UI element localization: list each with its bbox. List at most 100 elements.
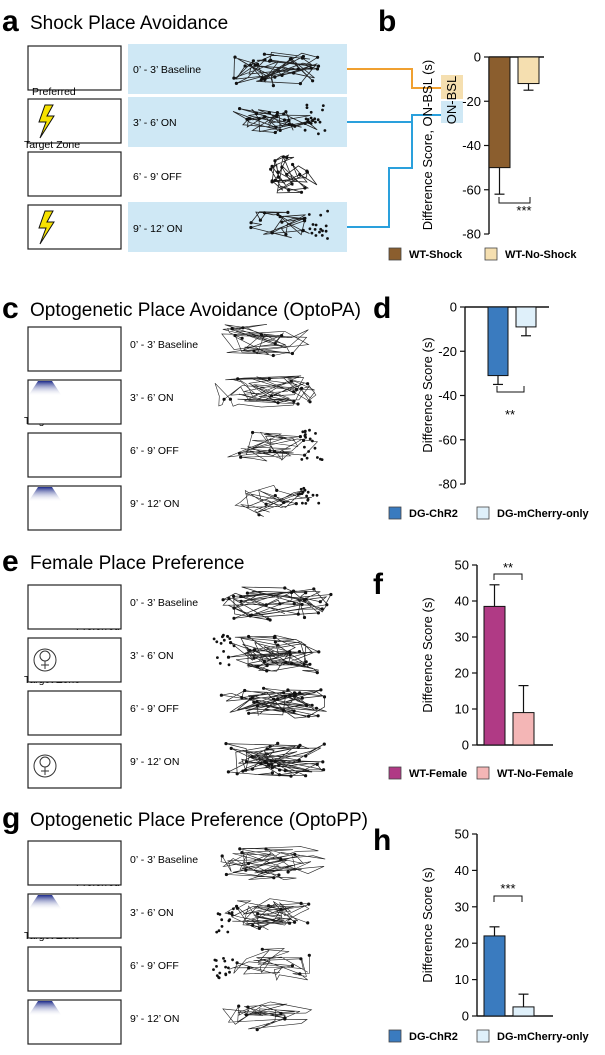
tracking-point bbox=[307, 714, 311, 718]
panel-title-c: Optogenetic Place Avoidance (OptoPA) bbox=[30, 300, 361, 321]
tracking-point bbox=[312, 587, 316, 591]
y-tick-label: -40 bbox=[438, 388, 457, 403]
period-label: 3’ - 6’ ON bbox=[130, 650, 174, 662]
tracking-path bbox=[270, 154, 318, 194]
target-zone-label: Target Zone bbox=[24, 139, 80, 151]
tracking-point bbox=[281, 155, 286, 159]
tracking-point bbox=[282, 708, 286, 713]
y-axis-label: Difference Score (s) bbox=[420, 597, 435, 712]
significance-bracket bbox=[496, 386, 525, 393]
y-tick-label: 30 bbox=[455, 630, 469, 645]
tracking-point bbox=[263, 759, 267, 763]
tracking-point bbox=[322, 742, 326, 746]
tracking-point bbox=[300, 386, 304, 390]
tracking-point bbox=[296, 612, 300, 616]
tracking-point bbox=[326, 209, 329, 213]
tracking-point bbox=[291, 589, 296, 593]
arena-box bbox=[27, 637, 122, 683]
tracking-point bbox=[276, 741, 280, 746]
tracking-point bbox=[220, 918, 224, 922]
tracking-point bbox=[230, 326, 234, 331]
tracking-point bbox=[267, 904, 271, 908]
tracking-point bbox=[246, 861, 251, 866]
tracking-point bbox=[275, 113, 279, 117]
tracking-point bbox=[289, 774, 293, 778]
tracking-point bbox=[276, 697, 280, 701]
panel-letter-c: c bbox=[2, 292, 19, 325]
tracking-path bbox=[221, 324, 310, 356]
tracking-point bbox=[270, 179, 274, 183]
y-tick-label: 30 bbox=[455, 899, 469, 914]
tracking-point bbox=[253, 63, 257, 67]
tracking-point bbox=[216, 656, 219, 659]
tracking-point bbox=[307, 953, 311, 957]
significance-label: *** bbox=[500, 881, 515, 896]
tracking-path bbox=[220, 846, 326, 881]
tracking-point bbox=[226, 634, 229, 638]
tracking-point bbox=[277, 773, 281, 777]
panel-title-e: Female Place Preference bbox=[30, 553, 244, 574]
tracking-point bbox=[276, 643, 280, 647]
tracking-point bbox=[286, 870, 290, 874]
tracking-point bbox=[226, 655, 231, 659]
tracking-point bbox=[303, 216, 307, 220]
tracking-point bbox=[229, 641, 233, 645]
tracking-point bbox=[273, 75, 277, 79]
tracking-point bbox=[249, 225, 253, 230]
bar-dg-chr2 bbox=[487, 306, 509, 377]
tracking-point bbox=[301, 54, 305, 59]
tracking-point bbox=[299, 190, 304, 194]
period-label: 9’ - 12’ ON bbox=[130, 1013, 179, 1025]
tracking-point bbox=[263, 77, 267, 81]
tracking-point bbox=[232, 616, 236, 620]
tracking-point bbox=[316, 55, 320, 59]
tracking-point bbox=[296, 67, 300, 71]
legend-label: DG-mCherry-only bbox=[497, 508, 590, 520]
tracking-point bbox=[294, 502, 298, 506]
tracking-point bbox=[283, 1017, 287, 1021]
tracking-point bbox=[228, 970, 231, 974]
preferred-label: Preferred bbox=[32, 86, 76, 98]
female-symbol-cross bbox=[41, 661, 49, 669]
panel-letter-d: d bbox=[373, 292, 391, 325]
tracking-point bbox=[290, 662, 294, 666]
significance-label: ** bbox=[503, 560, 513, 575]
y-axis-label: Difference Score (s) bbox=[420, 337, 435, 452]
tracking-point bbox=[314, 120, 317, 124]
tracking-point bbox=[291, 162, 295, 167]
lightning-icon bbox=[38, 210, 55, 245]
tracking-point bbox=[272, 697, 276, 701]
tracking-point bbox=[303, 430, 307, 434]
tracking-path bbox=[222, 586, 332, 621]
tracking-point bbox=[263, 58, 267, 62]
tracking-point bbox=[315, 67, 320, 71]
tracking-point bbox=[250, 767, 254, 771]
tracking-point bbox=[279, 1011, 283, 1016]
legend-label: DG-mCherry-only bbox=[497, 1031, 590, 1043]
tracking-point bbox=[297, 758, 301, 762]
tracking-point bbox=[283, 586, 287, 590]
tracking-point bbox=[269, 394, 274, 398]
tracking-point bbox=[303, 488, 307, 492]
tracking-point bbox=[265, 747, 269, 751]
tracking-point bbox=[267, 377, 271, 381]
y-tick-label: -20 bbox=[462, 94, 481, 109]
tracking-point bbox=[246, 117, 251, 121]
y-tick-label: 50 bbox=[455, 558, 469, 573]
on-connector bbox=[347, 114, 447, 123]
tracking-path bbox=[249, 211, 310, 239]
tracking-point bbox=[224, 742, 228, 746]
tracking-point bbox=[286, 210, 290, 214]
legend-label: WT-Shock bbox=[409, 249, 463, 261]
tracking-point bbox=[259, 762, 263, 766]
tracking-point bbox=[316, 64, 321, 68]
tracking-point bbox=[251, 923, 255, 928]
tracking-point bbox=[288, 653, 292, 657]
tracking-point bbox=[293, 124, 297, 128]
tracking-point bbox=[273, 640, 277, 644]
tracking-point bbox=[243, 688, 247, 693]
tracking-point bbox=[249, 221, 253, 225]
tracking-point bbox=[303, 128, 307, 132]
y-tick-label: -80 bbox=[438, 477, 457, 492]
